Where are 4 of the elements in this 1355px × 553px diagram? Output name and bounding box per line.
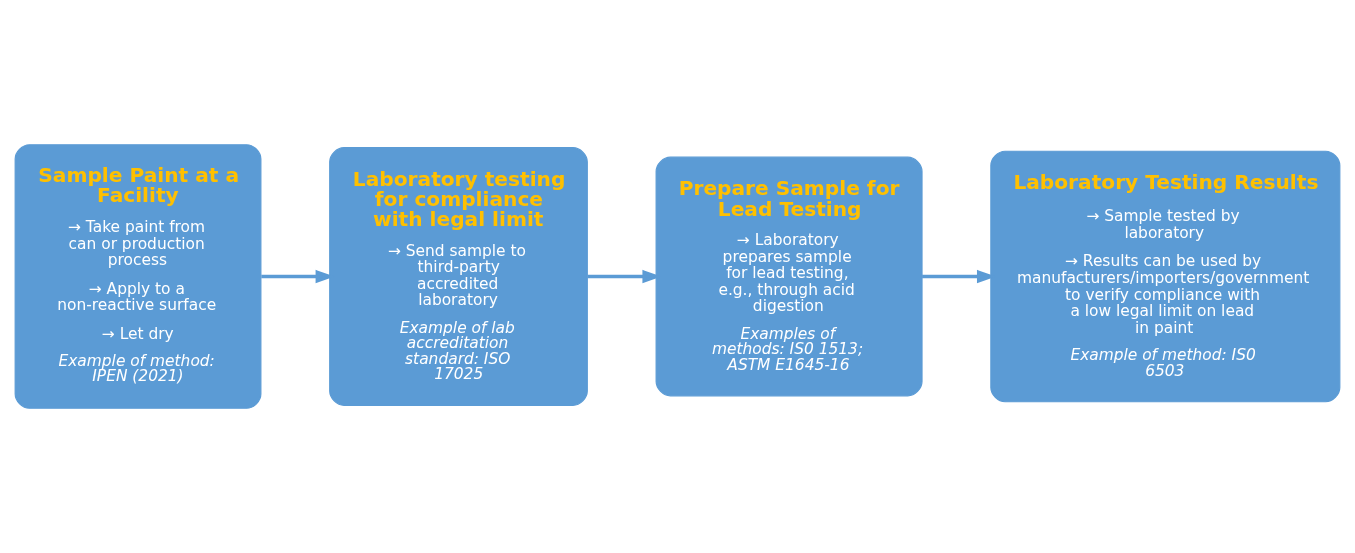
node-box: Sample Paint at a Facility → Take paint from can or production process → Apply to a non-reactive surface → Let dry Example of method: IPEN (2021) bbox=[14, 144, 262, 409]
node-box: Prepare Sample for Lead Testing → Laboratory prepares sample for lead testing, e.g., through acid digestion Examples of methods: IS0 1513; ASTM E1645-16 bbox=[655, 156, 923, 397]
node-box: Laboratory testing for compliance with legal limit → Send sample to third-party accredited laboratory Example of lab accreditation standard: ISO 17025 bbox=[329, 147, 588, 406]
node-box: Laboratory Testing Results → Sample tested by laboratory → Results can be used by manufacturers/importers/government to verify compliance with a low legal limit on lead in paint Example of method: IS0 6503 bbox=[990, 150, 1341, 403]
